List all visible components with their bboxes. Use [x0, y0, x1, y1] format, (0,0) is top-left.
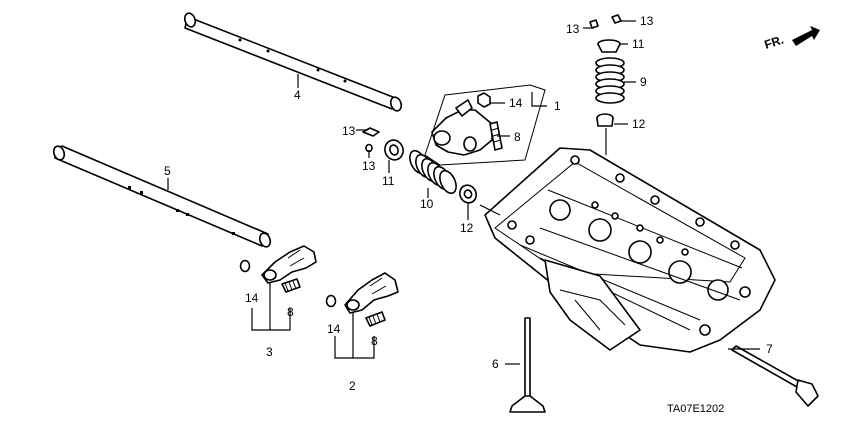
- keeper-13c: [362, 127, 380, 137]
- label-5: 5: [164, 164, 171, 178]
- label-10: 10: [420, 197, 434, 211]
- label-13-d: 13: [362, 159, 376, 173]
- label-6: 6: [492, 357, 499, 371]
- rocker-arm-assembly-1-box: [424, 84, 546, 166]
- label-13-a: 13: [566, 22, 580, 36]
- callout-labels: 1 2 3 4 5 6 7 8 8 8 9 10 11 11 12 12 13 …: [164, 14, 773, 393]
- nut-14-left: [239, 259, 251, 273]
- direction-label: FR.: [763, 33, 786, 52]
- label-1: 1: [554, 99, 561, 113]
- label-7: 7: [766, 342, 773, 356]
- rocker-arm-assembly-3: [239, 245, 317, 293]
- label-14-left: 14: [245, 291, 259, 305]
- label-8-middle: 8: [371, 334, 378, 348]
- adjust-screw-8-box: [489, 121, 503, 151]
- label-3: 3: [266, 345, 273, 359]
- valve-6: [509, 317, 546, 413]
- keeper-13a: [589, 19, 599, 29]
- rocker-shaft-upper: [183, 12, 403, 112]
- cylinder-head: [484, 147, 776, 353]
- adjust-screw-8-left: [281, 278, 301, 293]
- valve-7: [731, 345, 819, 407]
- label-14-box: 14: [509, 96, 523, 110]
- label-13-c: 13: [342, 124, 356, 138]
- label-8-box: 8: [514, 130, 521, 144]
- leader-lines: [167, 20, 760, 365]
- cam-journals: [549, 199, 729, 301]
- nut-14-box: [477, 92, 491, 108]
- valve-seal-12-upper: [596, 113, 614, 127]
- rocker-arm-assembly-2: [325, 272, 399, 327]
- diagram-code: TA07E1202: [667, 403, 724, 415]
- label-14-middle: 14: [327, 322, 341, 336]
- rocker-shaft-lower: [52, 145, 272, 248]
- valve-spring-10: [409, 149, 457, 195]
- retainer-11-middle: [384, 139, 404, 161]
- label-4: 4: [294, 88, 301, 102]
- label-11-upper: 11: [632, 37, 645, 51]
- adjust-screw-8-middle: [365, 311, 386, 327]
- front-direction-arrow: FR.: [763, 26, 820, 52]
- label-2: 2: [349, 379, 356, 393]
- valve-spring-9: [595, 57, 625, 104]
- valve-spring-stack-upper: [589, 14, 625, 127]
- label-11-middle: 11: [382, 174, 395, 188]
- valve-spring-stack-middle: [362, 127, 477, 204]
- label-13-b: 13: [640, 14, 654, 28]
- nut-14-middle: [325, 294, 337, 308]
- valve-seal-12-middle: [459, 184, 477, 204]
- label-12-upper: 12: [632, 117, 646, 131]
- keeper-13b: [611, 14, 622, 24]
- label-12-middle: 12: [460, 221, 474, 235]
- label-9: 9: [640, 75, 647, 89]
- label-8-left: 8: [287, 305, 294, 319]
